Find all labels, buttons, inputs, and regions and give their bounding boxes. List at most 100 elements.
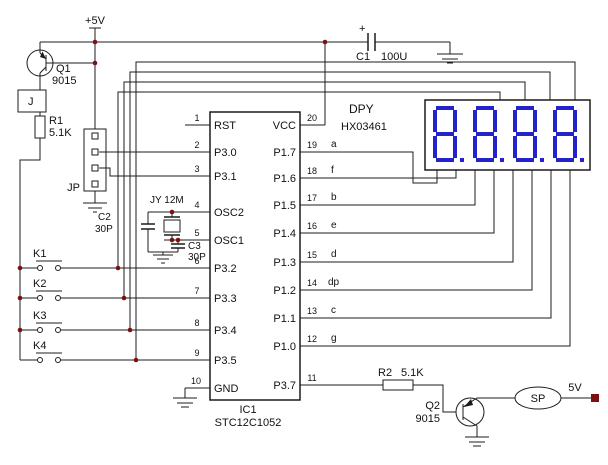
q2-transistor: Q2 9015 — [416, 397, 515, 447]
pin-name: OSC1 — [214, 235, 244, 247]
seg-letter: e — [331, 220, 337, 231]
ground-symbol — [153, 252, 173, 264]
pin-number: 13 — [307, 306, 317, 316]
pin-number: 2 — [194, 140, 199, 150]
c3-ref: C3 — [188, 241, 201, 252]
pin-number: 19 — [307, 140, 317, 150]
r1-value: 5.1K — [49, 127, 72, 139]
pin-number: 9 — [194, 348, 199, 358]
seg-letter: dp — [328, 277, 340, 288]
display-digit — [553, 106, 584, 162]
pin-name: P1.2 — [273, 285, 296, 297]
crystal-label: JY 12M — [150, 195, 184, 206]
pin-number: 4 — [194, 200, 199, 210]
pin-number: 5 — [194, 228, 199, 238]
seg-letter: d — [331, 249, 337, 260]
r1-resistor: R1 5.1K — [19, 112, 72, 360]
display-digit — [433, 106, 464, 162]
ground-symbol — [465, 436, 489, 447]
pin-name: P1.0 — [273, 341, 296, 353]
j-component: J — [17, 89, 47, 113]
seg-letter: a — [331, 139, 337, 150]
pin-name: P3.0 — [214, 147, 237, 159]
out5v-label: 5V — [568, 382, 582, 394]
key-label: K2 — [33, 278, 46, 290]
segment-wires — [325, 151, 571, 347]
pin-number: 20 — [307, 113, 317, 123]
key-k2: K2 — [20, 278, 185, 301]
pin-name: GND — [214, 383, 239, 395]
pin-name: P3.3 — [214, 293, 237, 305]
pin-number: 8 — [194, 318, 199, 328]
pin-name: P1.4 — [273, 228, 296, 240]
pin-number: 1 — [194, 113, 199, 123]
jp-label: JP — [67, 182, 80, 194]
c3-value: 30P — [188, 252, 206, 263]
terminal-pad — [591, 394, 599, 402]
seg-letter: g — [331, 333, 337, 344]
pin-name: P3.1 — [214, 171, 237, 183]
pin-number: 11 — [307, 373, 316, 383]
ic1-part: STC12C1052 — [215, 417, 282, 429]
pin-number: 10 — [191, 376, 201, 386]
q1-value: 9015 — [52, 75, 76, 87]
j-ref: J — [28, 96, 34, 108]
crystal-cluster: C2 30P JY 12M C3 30P — [95, 195, 206, 264]
pin-number: 7 — [194, 286, 199, 296]
c2-value: 30P — [95, 224, 113, 235]
pin-number: 3 — [194, 164, 199, 174]
pin-name: P3.7 — [273, 380, 296, 392]
key-label: K4 — [33, 340, 46, 352]
key-k4: K4 — [20, 340, 185, 363]
q1-transistor: Q1 9015 — [26, 42, 95, 90]
pin-number: 18 — [307, 166, 317, 176]
display-digit — [473, 106, 504, 162]
pin-name: P1.7 — [273, 147, 296, 159]
display-part: HX03461 — [341, 121, 387, 133]
q1-ref: Q1 — [56, 63, 71, 75]
key-k3: K3 — [20, 310, 185, 333]
ground-symbol — [437, 42, 463, 64]
r1-ref: R1 — [49, 115, 63, 127]
c1-ref: C1 — [356, 51, 370, 63]
key-label: K3 — [33, 310, 46, 322]
pin-name: OSC2 — [214, 207, 244, 219]
r2-resistor: R2 5.1K — [325, 367, 463, 413]
pin-name: P3.4 — [214, 325, 237, 337]
display-digit — [513, 106, 544, 162]
pin-number: 6 — [194, 256, 199, 266]
c2-ref: C2 — [98, 212, 111, 223]
pin-name: P1.3 — [273, 257, 296, 269]
seg-letter: c — [331, 305, 336, 316]
c1-value: 100U — [381, 51, 407, 63]
plus5v-label: +5V — [85, 15, 106, 27]
jp-header: JP — [67, 128, 185, 213]
sp-label: SP — [531, 393, 546, 405]
pin-number: 16 — [307, 221, 317, 231]
q2-value: 9015 — [416, 413, 440, 425]
pin-name: P1.5 — [273, 200, 296, 212]
seg-letter: b — [331, 192, 337, 203]
display-ref: DPY — [349, 102, 374, 116]
pin-number: 12 — [307, 334, 317, 344]
pin-name: P1.6 — [273, 173, 296, 185]
segment-letters: a f b e d dp c g — [328, 139, 340, 344]
seg-letter: f — [331, 165, 334, 176]
pin-name: RST — [214, 120, 236, 132]
pin-name: P3.5 — [214, 355, 237, 367]
mcu-ic1: 1 2 3 4 5 6 7 8 9 10 20 19 18 17 16 15 1… — [173, 111, 325, 429]
r2-value: 5.1K — [401, 367, 424, 379]
pin-name: P1.1 — [273, 313, 296, 325]
r2-ref: R2 — [378, 367, 392, 379]
pin-number: 15 — [307, 250, 317, 260]
power-rail: +5V — [40, 15, 450, 133]
pin-number: 14 — [307, 278, 317, 288]
pin-name: VCC — [273, 120, 296, 132]
pin-name: P3.2 — [214, 263, 237, 275]
ground-symbol — [83, 191, 107, 213]
seven-segment-display: DPY HX03461 — [341, 99, 591, 171]
q2-ref: Q2 — [425, 400, 440, 412]
ground-symbol — [173, 388, 197, 408]
